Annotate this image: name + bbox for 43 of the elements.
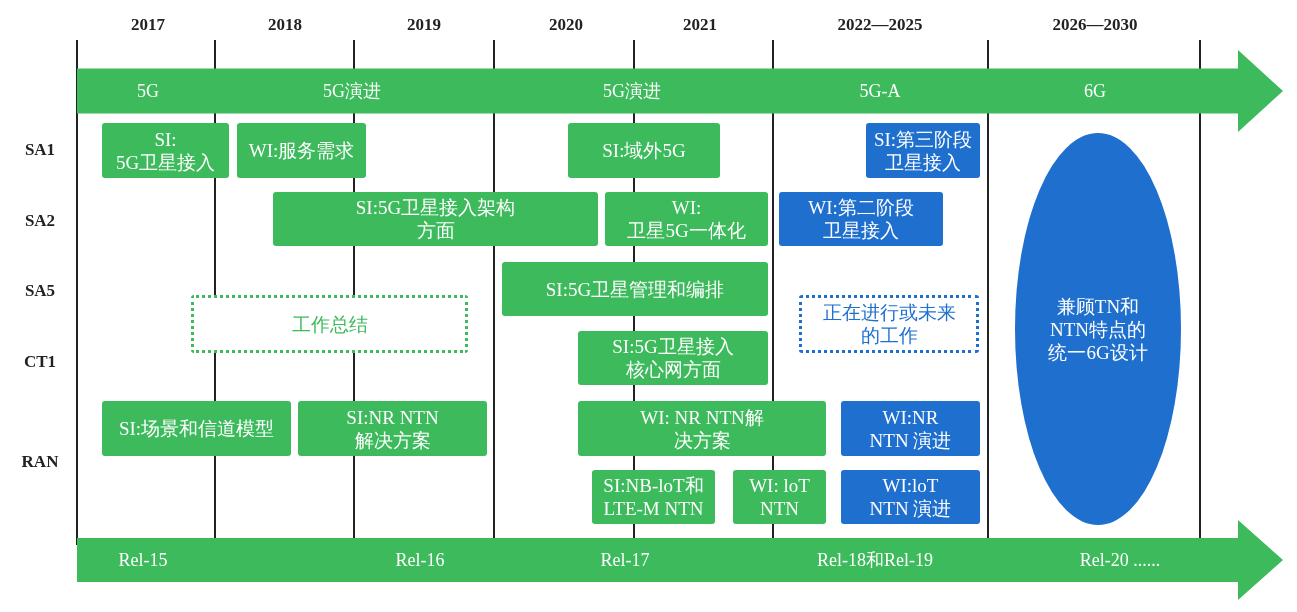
work-item-box: SI:5G卫星管理和编排 (502, 262, 768, 316)
band-label: 5G (137, 80, 159, 102)
timeline-arrow (77, 520, 1283, 600)
band-label: 6G (1084, 80, 1106, 102)
year-label: 2018 (268, 15, 302, 35)
year-label: 2019 (407, 15, 441, 35)
work-item-box: SI:场景和信道模型 (102, 401, 291, 456)
work-item-box: SI:NB-loT和LTE-M NTN (592, 470, 715, 524)
work-item-box: SI:5G卫星接入核心网方面 (578, 331, 768, 385)
work-item-box: SI:5G卫星接入架构方面 (273, 192, 598, 246)
year-label: 2017 (131, 15, 165, 35)
work-item-box: WI: loT NTN (733, 470, 826, 524)
work-item-box: SI:第三阶段卫星接入 (866, 123, 980, 178)
work-item-box: WI:NR NTN 演进 (841, 401, 980, 456)
year-label: 2026—2030 (1052, 15, 1138, 35)
work-item-box: SI: 5G卫星接入 (102, 123, 229, 178)
band-label: Rel-18和Rel-19 (817, 549, 933, 572)
band-label: 5G-A (859, 80, 901, 102)
year-label: 2021 (683, 15, 717, 35)
row-label: CT1 (23, 352, 57, 372)
band-label: 5G演进 (603, 80, 661, 103)
work-item-box: SI:NR NTN 解决方案 (298, 401, 487, 456)
work-item-box: WI:服务需求 (237, 123, 366, 178)
ellipse-node: 兼顾TN和NTN特点的统一6G设计 (1015, 133, 1181, 525)
year-label: 2020 (549, 15, 583, 35)
legend-key: 工作总结 (191, 295, 468, 353)
legend-key: 正在进行或未来的工作 (799, 295, 979, 353)
row-label: SA2 (24, 211, 56, 231)
timeline-arrow (77, 50, 1283, 132)
row-label: SA5 (24, 281, 56, 301)
work-item-box: WI:第二阶段卫星接入 (779, 192, 943, 246)
work-item-box: SI:域外5G (568, 123, 720, 178)
row-label: RAN (21, 452, 59, 472)
band-label: Rel-15 (118, 549, 168, 571)
work-item-box: WI: NR NTN解决方案 (578, 401, 826, 456)
band-label: Rel-17 (600, 549, 650, 571)
work-item-box: WI: 卫星5G一体化 (605, 192, 768, 246)
band-label: Rel-16 (395, 549, 445, 571)
work-item-box: WI:loT NTN 演进 (841, 470, 980, 524)
row-label: SA1 (24, 140, 56, 160)
year-label: 2022—2025 (837, 15, 923, 35)
band-label: Rel-20 ...... (1079, 549, 1161, 571)
band-label: 5G演进 (323, 80, 381, 103)
